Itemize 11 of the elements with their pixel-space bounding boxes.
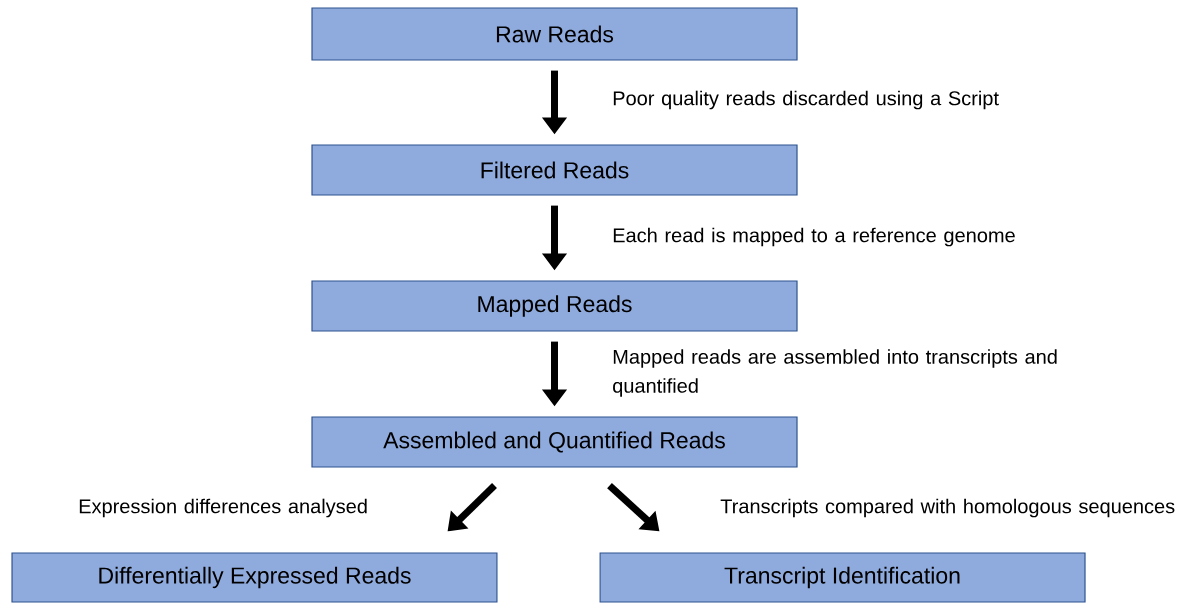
process-box: Differentially Expressed Reads (11, 552, 498, 603)
process-box: Transcript Identification (599, 552, 1086, 603)
edge-label: Poor quality reads discarded using a Script (613, 90, 999, 110)
process-box: Filtered Reads (311, 144, 798, 196)
edge-label: Transcripts compared with homologous sequences (720, 498, 1175, 518)
process-box: Raw Reads (311, 7, 798, 61)
edge-label: Mapped reads are assembled into transcripts and quantified (613, 349, 1057, 397)
process-box: Mapped Reads (311, 280, 798, 332)
process-box: Assembled and Quantified Reads (311, 416, 798, 468)
edge-label: Expression differences analysed (79, 498, 367, 518)
edge-label: Each read is mapped to a reference genome (613, 227, 1015, 247)
